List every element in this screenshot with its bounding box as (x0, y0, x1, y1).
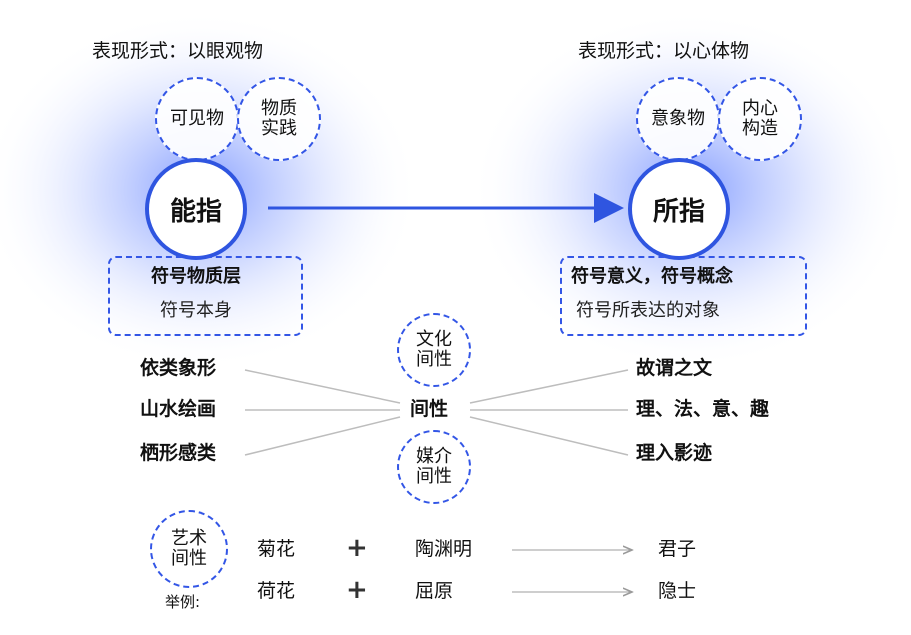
left-layer-box (108, 256, 303, 336)
right-bubble-inner-text: 内心构造 (742, 98, 778, 139)
culture-inter-text: 文化间性 (416, 329, 452, 370)
connector-right-1 (469, 369, 629, 404)
connector-right-3 (469, 416, 629, 456)
right-box-title: 符号意义，符号概念 (571, 266, 733, 287)
left-box-title: 符号物质层 (151, 266, 241, 287)
left-item-3: 栖形感类 (140, 442, 217, 464)
right-layer-box (560, 256, 807, 336)
media-inter-bubble: 媒介间性 (397, 430, 471, 504)
connector-left-1 (244, 369, 401, 404)
left-bubble-visible-text: 可见物 (170, 108, 224, 130)
right-bubble-inner: 内心构造 (718, 77, 802, 161)
art-inter-text: 艺术间性 (171, 528, 207, 569)
culture-inter-bubble: 文化间性 (397, 313, 471, 387)
example-result-1: 君子 (658, 538, 697, 560)
left-form-label: 表现形式：以眼观物 (92, 40, 264, 62)
example-person-1: 陶渊明 (415, 538, 473, 560)
right-bubble-imagery: 意象物 (636, 77, 720, 161)
example-caption: 举例: (165, 593, 201, 611)
right-bubble-imagery-text: 意象物 (651, 108, 705, 130)
signified-circle: 所指 (628, 158, 730, 260)
connector-left-3 (244, 416, 401, 456)
plus-icon-2: + (346, 575, 368, 605)
right-box-subtitle: 符号所表达的对象 (576, 300, 720, 321)
left-box-subtitle: 符号本身 (160, 300, 232, 321)
plus-icon-1: + (346, 533, 368, 563)
left-bubble-visible: 可见物 (155, 77, 239, 161)
signifier-circle: 能指 (145, 158, 247, 260)
example-item-2: 荷花 (257, 580, 296, 602)
left-item-2: 山水绘画 (140, 398, 217, 420)
example-result-2: 隐士 (658, 580, 697, 602)
right-item-3: 理入影迹 (636, 442, 713, 464)
right-item-2: 理、法、意、趣 (636, 398, 770, 420)
media-inter-text: 媒介间性 (416, 446, 452, 487)
right-form-label: 表现形式：以心体物 (578, 40, 750, 62)
example-item-1: 菊花 (257, 538, 296, 560)
left-bubble-material: 物质实践 (237, 77, 321, 161)
right-item-1: 故谓之文 (636, 357, 713, 379)
example-person-2: 屈原 (415, 580, 454, 602)
signified-label: 所指 (652, 196, 705, 227)
signifier-label: 能指 (169, 196, 222, 227)
intertextuality-center: 间性 (410, 398, 449, 420)
left-item-1: 依类象形 (140, 357, 217, 379)
art-inter-bubble: 艺术间性 (150, 510, 228, 588)
left-bubble-material-text: 物质实践 (261, 98, 297, 139)
